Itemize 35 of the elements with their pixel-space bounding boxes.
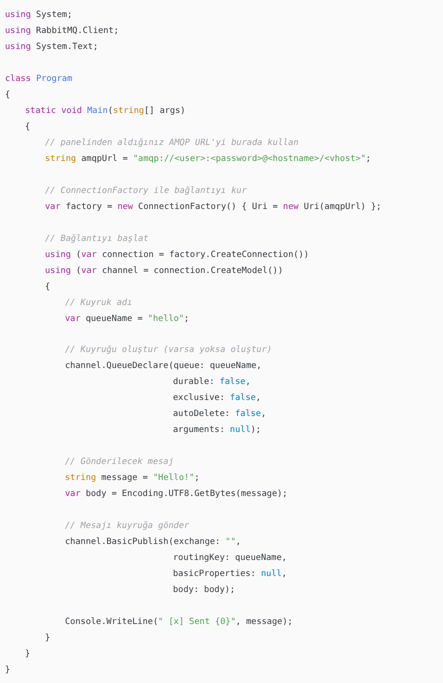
code-line: body: body); [173,584,236,596]
code-line: var factory = new ConnectionFactory() { Uri = new Uri(amqpUrl) }; [45,201,382,213]
code-line: class Program [5,73,72,85]
code-comment: // panelinden aldığınız AMQP URL'yi burada kullan [45,137,299,149]
code-line: { [25,121,30,133]
code-line: exclusive: false, [173,392,261,404]
code-comment: // Kuyruk adı [65,297,132,309]
code-line: autoDelete: false, [173,408,266,420]
code-line: routingKey: queueName, [173,552,287,564]
code-comment: // Mesajı kuyruğa gönder [65,520,190,532]
code-line: } [45,632,50,644]
code-line: static void Main(string[] args) [25,105,186,117]
code-comment: // ConnectionFactory ile bağlantıyı kur [45,185,247,197]
code-line: string amqpUrl = "amqp://<user>:<password>@<hostname>/<vhost>"; [45,153,371,165]
code-line: { [5,89,10,101]
code-line: durable: false, [173,376,251,388]
code-comment: // Kuyruğu oluştur (varsa yoksa oluştur) [65,344,272,356]
code-line: { [45,281,50,293]
code-line: arguments: null); [173,424,261,436]
code-line: using (var connection = factory.CreateConnection()) [45,249,309,261]
code-line: var queueName = "hello"; [65,313,190,325]
code-line: Console.WriteLine(" [x] Sent {0}", message); [65,616,293,628]
code-comment: // Gönderilecek mesaj [65,456,174,468]
code-line: string message = "Hello!"; [65,472,200,484]
code-comment: // Bağlantıyı başlat [45,233,148,245]
code-line: channel.QueueDeclare(queue: queueName, [65,360,262,372]
code-line: channel.BasicPublish(exchange: "", [65,536,241,548]
code-line: } [25,648,30,660]
code-line: } [5,664,10,676]
code-line: var body = Encoding.UTF8.GetBytes(message); [65,488,288,500]
code-line: using (var channel = connection.CreateModel()) [45,265,284,277]
code-line: basicProperties: null, [173,568,287,580]
code-line: using System; [5,9,72,21]
code-line: using RabbitMQ.Client; [5,25,119,37]
code-line: using System.Text; [5,41,98,53]
